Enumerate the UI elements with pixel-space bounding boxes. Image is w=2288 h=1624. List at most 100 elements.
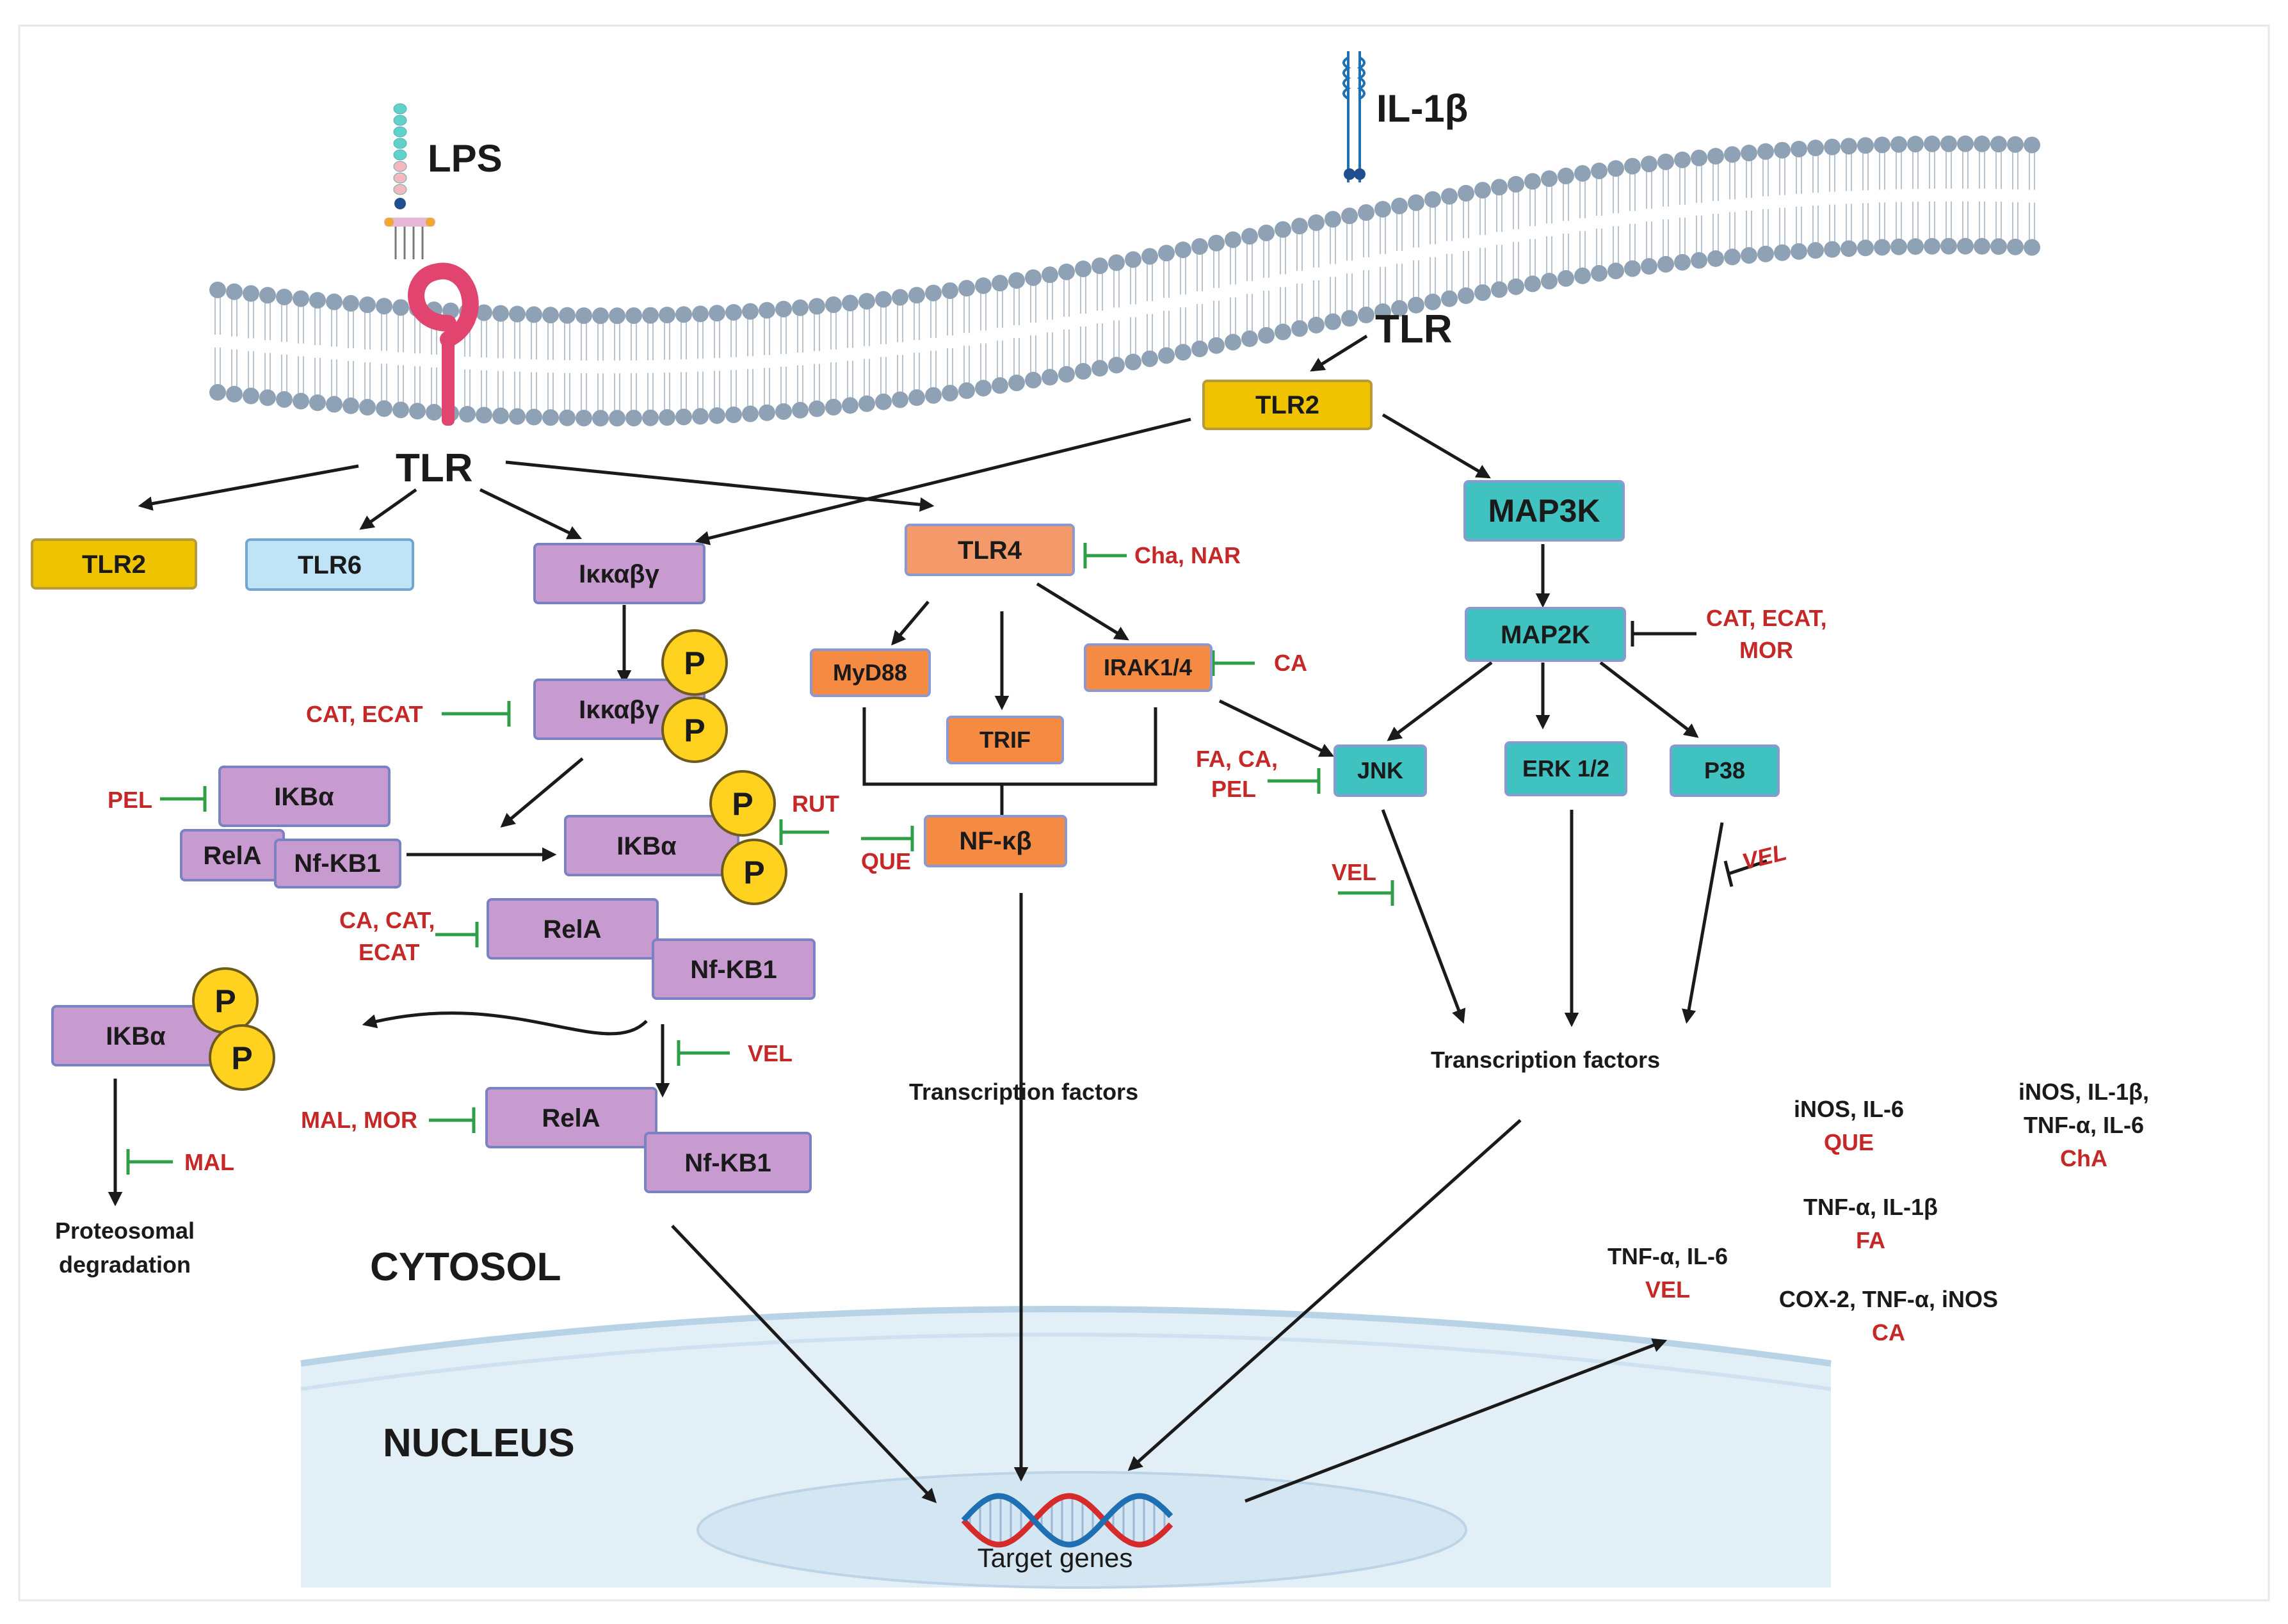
transcription-factors-right: Transcription factors: [1431, 1047, 1660, 1073]
tlr-label-right: TLR: [1375, 307, 1453, 351]
ikba-deg-box: IKBα: [51, 1005, 222, 1066]
ikk-label-1: Iκκαβγ: [579, 560, 659, 588]
inhibitor-fa-ca-pel-1: FA, CA,: [1196, 746, 1278, 772]
phospho-badge: P: [209, 1024, 275, 1091]
erk-label: ERK 1/2: [1522, 755, 1609, 782]
cell-membrane: [209, 135, 2040, 427]
tlr2-right-label: TLR2: [1255, 391, 1319, 419]
ikba-p-label: IKBα: [616, 832, 677, 860]
map3k-box: MAP3K: [1463, 480, 1625, 542]
lps-label: LPS: [428, 137, 503, 180]
inhibition-marks: [126, 543, 1768, 1175]
phospho-badge: P: [709, 770, 776, 837]
nfkb1-label-3: Nf-KB1: [684, 1149, 771, 1177]
trif-label: TRIF: [979, 727, 1031, 753]
ikk-box-1: Iκκαβγ: [533, 543, 705, 604]
jnk-label: JNK: [1357, 757, 1403, 784]
tlr-receptor-icon: [408, 262, 479, 426]
effect-1-agent: QUE: [1824, 1129, 1874, 1155]
tlr4-box: TLR4: [905, 524, 1075, 576]
tlr-label-left: TLR: [396, 446, 473, 490]
trif-box: TRIF: [946, 716, 1064, 764]
p38-box: P38: [1670, 744, 1780, 797]
nfkb-box: NF-κβ: [924, 815, 1067, 867]
inhibitor-mal-mor: MAL, MOR: [301, 1107, 417, 1133]
ikba-free-label: IKBα: [274, 783, 334, 811]
il1b-molecule-icon: [1342, 51, 1366, 182]
irak-box: IRAK1/4: [1084, 643, 1212, 692]
inhibitor-cat-ecat-mor-2: MOR: [1739, 637, 1793, 663]
nfkb1-box-1: Nf-KB1: [274, 839, 401, 888]
map2k-label: MAP2K: [1501, 621, 1590, 649]
arrows: [108, 334, 1724, 1504]
il1b-label: IL-1β: [1376, 87, 1468, 130]
ikba-p-box: IKBα: [564, 815, 739, 876]
inhibitor-labels: Cha, NAR CA CAT, ECAT PEL RUT QUE CA, CA…: [108, 542, 1827, 1175]
irak-label: IRAK1/4: [1104, 654, 1192, 680]
degradation-label: degradation: [59, 1251, 191, 1278]
phospho-circles: P P P P P P: [192, 629, 787, 1091]
inhibitor-vel-jnk: VEL: [1332, 859, 1376, 885]
erk-box: ERK 1/2: [1504, 741, 1627, 796]
jnk-box: JNK: [1333, 744, 1427, 797]
rela-label-1: RelA: [203, 842, 261, 870]
ikk-label-2: Iκκαβγ: [579, 696, 659, 724]
effect-5-agent: CA: [1872, 1319, 1905, 1346]
lps-molecule-icon: [384, 103, 435, 259]
nucleus-label: NUCLEUS: [383, 1421, 575, 1465]
effect-lists: iNOS, IL-6 QUE iNOS, IL-1β, TNF-α, IL-6 …: [1607, 1079, 2149, 1346]
effect-2-genes-2: TNF-α, IL-6: [2024, 1112, 2144, 1138]
inhibitor-vel-nfkb1: VEL: [748, 1040, 793, 1066]
inhibitor-cha-nar: Cha, NAR: [1134, 542, 1241, 568]
tlr4-label: TLR4: [958, 536, 1022, 565]
inhibitor-pel-ikba: PEL: [108, 787, 152, 813]
inhibitor-que: QUE: [861, 848, 911, 874]
inhibitor-mal: MAL: [184, 1149, 234, 1175]
svg-text:P: P: [732, 786, 753, 822]
effect-2-agent: ChA: [2060, 1145, 2107, 1171]
target-genes-label: Target genes: [978, 1543, 1133, 1573]
inhibitor-fa-ca-pel-2: PEL: [1211, 776, 1256, 802]
effect-3-agent: FA: [1856, 1227, 1885, 1253]
effect-2-genes-1: iNOS, IL-1β,: [2018, 1079, 2149, 1105]
map3k-label: MAP3K: [1488, 493, 1600, 529]
inhibitor-rut: RUT: [792, 791, 839, 817]
tlr2-left-box: TLR2: [31, 538, 197, 590]
effect-4-genes: TNF-α, IL-6: [1607, 1243, 1728, 1269]
transcription-factors-middle: Transcription factors: [909, 1079, 1138, 1105]
inhibitor-ca-cat-ecat-2: ECAT: [359, 939, 419, 965]
phospho-badge: P: [721, 839, 787, 905]
tlr6-label: TLR6: [298, 551, 362, 579]
effect-5-genes: COX-2, TNF-α, iNOS: [1779, 1286, 1998, 1312]
myd88-label: MyD88: [833, 659, 907, 686]
phospho-badge: P: [661, 629, 728, 696]
rela-box-2: RelA: [487, 898, 659, 960]
phospho-badge: P: [192, 967, 259, 1034]
nfkb1-label-1: Nf-KB1: [294, 849, 381, 878]
phospho-badge: P: [661, 696, 728, 763]
cytosol-label: CYTOSOL: [370, 1245, 561, 1289]
ikba-free-box: IKBα: [218, 766, 391, 827]
inhibitor-ca-irak: CA: [1274, 650, 1307, 676]
nfkb-label: NF-κβ: [959, 827, 1031, 855]
nfkb1-box-3: Nf-KB1: [644, 1132, 812, 1193]
rela-label-2: RelA: [543, 915, 601, 944]
svg-text:P: P: [684, 645, 705, 681]
tlr2-right-box: TLR2: [1202, 380, 1373, 430]
inhibitor-cat-ecat-ikk: CAT, ECAT: [306, 701, 423, 727]
dna-helix-icon: [961, 1493, 1173, 1548]
inhibitor-ca-cat-ecat-1: CA, CAT,: [339, 907, 435, 933]
effect-1-genes: iNOS, IL-6: [1794, 1096, 1904, 1122]
effect-3-genes: TNF-α, IL-1β: [1803, 1194, 1938, 1220]
svg-text:P: P: [214, 983, 236, 1019]
map2k-box: MAP2K: [1465, 607, 1626, 662]
ikba-deg-label: IKBα: [106, 1022, 166, 1050]
nfkb1-box-2: Nf-KB1: [652, 938, 816, 1000]
proteosomal-label: Proteosomal: [55, 1218, 195, 1244]
nucleus-region: [300, 1306, 1832, 1589]
p38-label: P38: [1704, 757, 1745, 784]
svg-text:P: P: [231, 1040, 252, 1076]
tlr2-left-label: TLR2: [82, 551, 146, 579]
